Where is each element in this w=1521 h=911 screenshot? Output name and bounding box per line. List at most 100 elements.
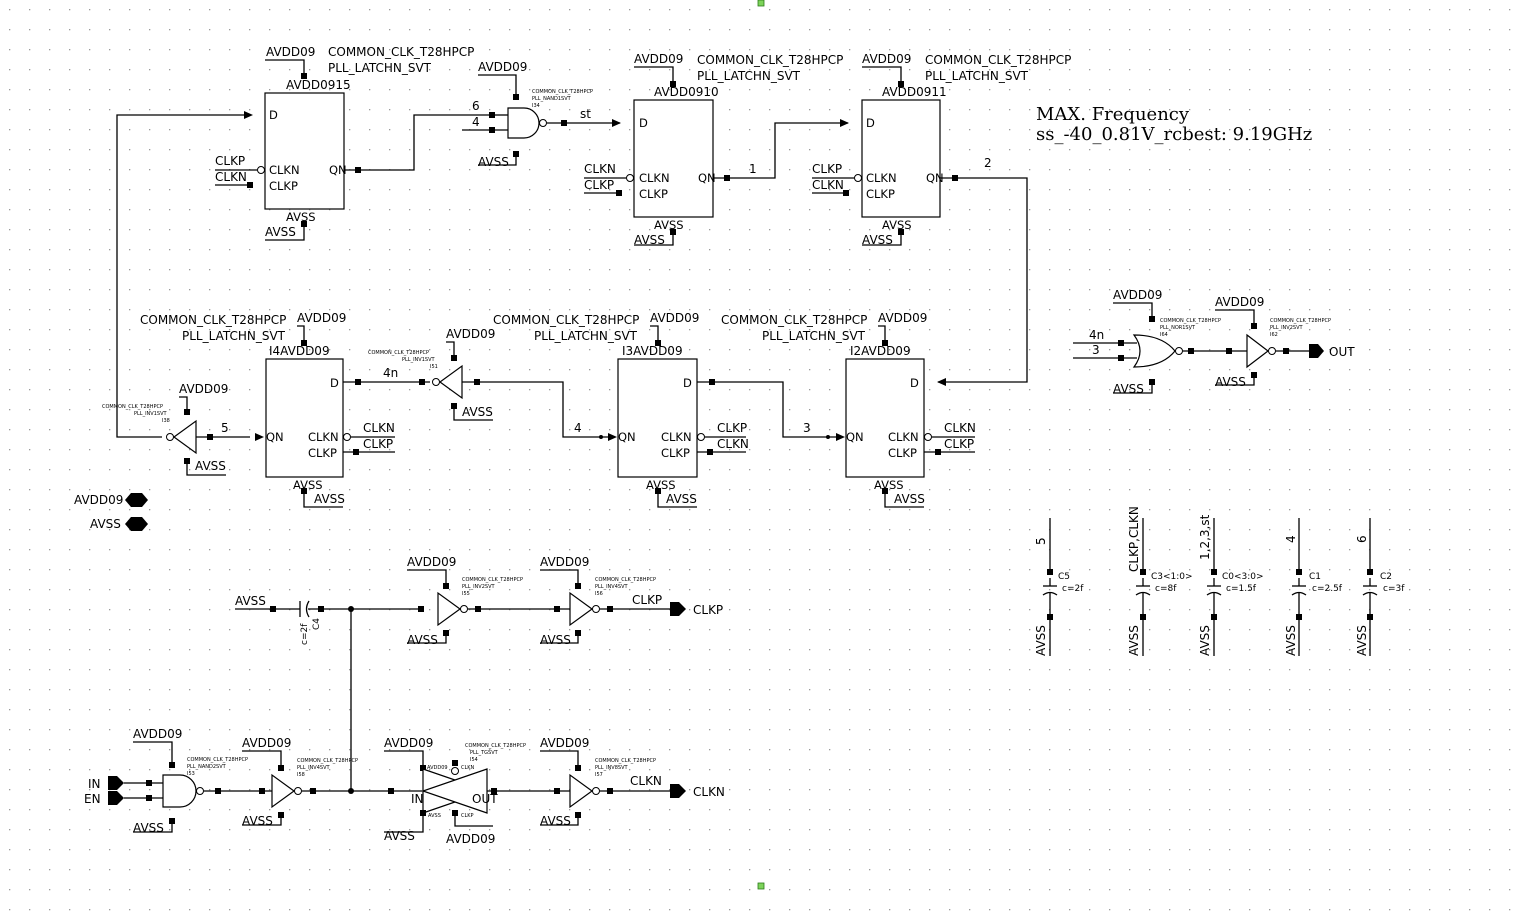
inverter-i58[interactable]: AVDD09 COMMON_CLK_T28HPCP PLL_INV4SVT I5… <box>242 736 422 828</box>
vss-pin: AVSS <box>646 478 676 492</box>
c4-vss: AVSS <box>235 594 266 608</box>
inv-lib: COMMON_CLK_T28HPCP <box>595 758 656 764</box>
inv2-vdd: AVDD09 <box>1215 295 1264 309</box>
cell-lib: COMMON_CLK_T28HPCP <box>493 313 639 327</box>
pin-qn: QN <box>846 430 864 444</box>
cap-net: 5 <box>1034 537 1048 545</box>
selection-marker-top[interactable] <box>757 0 765 7</box>
out-port-icon[interactable] <box>1309 344 1324 358</box>
clkp-port-icon[interactable] <box>670 602 686 616</box>
in-port-icon[interactable] <box>108 776 124 790</box>
clkn-port-label: CLKN <box>693 785 725 799</box>
clkn-net: CLKN <box>215 170 247 184</box>
pin-clkp: CLKP <box>888 446 917 460</box>
pin-clkp: CLKP <box>866 187 895 201</box>
c4-value: c=2f <box>300 623 310 645</box>
tg-out-pin: OUT <box>472 792 498 806</box>
net-4n: 4n <box>1089 328 1104 342</box>
avdd09-port-icon[interactable] <box>125 493 148 507</box>
latch-i11[interactable]: AVDD09 COMMON_CLK_T28HPCP PLL_LATCHN_SVT… <box>812 52 1071 247</box>
en-port-icon[interactable] <box>108 791 124 805</box>
supply-ports[interactable]: AVDD09 AVSS <box>74 493 148 531</box>
cell-lib: COMMON_CLK_T28HPCP <box>140 313 286 327</box>
nand-vdd: AVDD09 <box>478 60 527 74</box>
clkp-net: CLKP <box>584 178 614 192</box>
tg-vdd-pin: AVDD09 <box>427 765 448 771</box>
avss-port-icon[interactable] <box>125 517 148 531</box>
inv2-lib: COMMON_CLK_T28HPCP <box>1270 318 1331 324</box>
cell-type: PLL_LATCHN_SVT <box>328 61 432 75</box>
inv-type: PLL_INV1SVT <box>402 357 435 363</box>
inv2-id: I62 <box>1270 332 1278 338</box>
cap-net: 4 <box>1284 535 1298 543</box>
nor-id: I64 <box>1160 332 1168 338</box>
latch-i4[interactable]: COMMON_CLK_T28HPCP PLL_LATCHN_SVT AVDD09… <box>140 311 395 508</box>
pin-clkn: CLKN <box>269 163 300 177</box>
input-ports[interactable]: IN EN <box>84 776 163 806</box>
nand-gate-i34[interactable]: AVDD09 COMMON_CLK_T28HPCP PLL_NAND1SVT I… <box>462 60 620 169</box>
latch-instance: I4AVDD09 <box>269 344 330 358</box>
pin-d: D <box>910 376 919 390</box>
latch-i10[interactable]: AVDD09 COMMON_CLK_T28HPCP PLL_LATCHN_SVT… <box>584 52 843 247</box>
nand-lib: COMMON_CLK_T28HPCP <box>187 757 248 763</box>
inv-vdd: AVDD09 <box>407 555 456 569</box>
transmission-gate-i54[interactable]: AVDD09 COMMON_CLK_T28HPCP PLL_TGSVT I54 … <box>384 736 570 846</box>
clkp-net: CLKP <box>215 154 245 168</box>
load-capacitors[interactable]: 5 C5 c=2f AVSS CLKP,CLKN C3<1:0> c=8f AV… <box>1034 506 1405 656</box>
cap-vss: AVSS <box>1355 625 1369 656</box>
selection-marker-bottom[interactable] <box>757 882 765 890</box>
en-port-label: EN <box>84 792 101 806</box>
inv-vss: AVSS <box>195 459 226 473</box>
latch-i2[interactable]: COMMON_CLK_T28HPCP PLL_LATCHN_SVT AVDD09… <box>721 311 976 508</box>
inv-vdd: AVDD09 <box>540 736 589 750</box>
latch-i5[interactable]: AVDD09 COMMON_CLK_T28HPCP PLL_LATCHN_SVT… <box>215 45 474 241</box>
vss-label: AVSS <box>666 492 697 506</box>
vdd-label: AVDD09 <box>650 311 699 325</box>
frequency-note: MAX. Frequency ss_-40_0.81V_rcbest: 9.19… <box>1036 104 1312 145</box>
clkn-port-icon[interactable] <box>670 784 686 798</box>
vdd-label: AVDD09 <box>297 311 346 325</box>
inverter-i38[interactable]: AVDD09 COMMON_CLK_T28HPCP PLL_INV1SVT I3… <box>102 382 264 476</box>
cap-name: C2 <box>1380 572 1392 582</box>
tg-in-pin: IN <box>411 792 424 806</box>
clkn-net: CLKN <box>944 421 976 435</box>
latch-instance: AVDD0910 <box>654 85 719 99</box>
pin-qn: QN <box>266 430 284 444</box>
capacitor-c4[interactable]: AVSS c=2f C4 <box>235 594 421 645</box>
clkn-net: CLKN <box>363 421 395 435</box>
nand-id: I34 <box>532 103 540 109</box>
latch-instance: AVDD0915 <box>286 78 351 92</box>
cell-type: PLL_LATCHN_SVT <box>182 329 286 343</box>
inv-vdd: AVDD09 <box>179 382 228 396</box>
net-4: 4 <box>574 421 582 435</box>
inv-vdd: AVDD09 <box>446 327 495 341</box>
nand-gate-i53[interactable]: AVDD09 COMMON_CLK_T28HPCP PLL_NAND2SVT I… <box>133 727 272 835</box>
inverter-i56[interactable]: AVDD09 COMMON_CLK_T28HPCP PLL_INV4SVT I5… <box>540 555 723 647</box>
tg-vss-pin: AVSS <box>428 813 441 819</box>
inverter-i57[interactable]: AVDD09 COMMON_CLK_T28HPCP PLL_INV8SVT I5… <box>540 736 725 828</box>
cap-vss: AVSS <box>1127 625 1141 656</box>
inverter-i51[interactable]: 4n AVDD09 COMMON_CLK_T28HPCP PLL_INV1SVT… <box>343 327 608 439</box>
tg-clkp-pin: CLKP <box>461 813 474 819</box>
clkn-net: CLKN <box>717 437 749 451</box>
clkp-net: CLKP <box>632 593 662 607</box>
vdd-label: AVDD09 <box>862 52 911 66</box>
vss-pin: AVSS <box>882 218 912 232</box>
output-stage[interactable]: AVDD09 COMMON_CLK_T28HPCP PLL_NOR1SVT I6… <box>1073 288 1355 396</box>
cap-name: C0<3:0> <box>1222 572 1264 582</box>
inv-vss: AVSS <box>462 405 493 419</box>
inverter-i55[interactable]: AVDD09 COMMON_CLK_T28HPCP PLL_INV2SVT I5… <box>407 555 570 647</box>
vdd-label: AVDD09 <box>878 311 927 325</box>
clkp-net: CLKP <box>944 437 974 451</box>
inv-id: I58 <box>297 772 305 778</box>
clkp-net: CLKP <box>812 162 842 176</box>
tg-vdd: AVDD09 <box>384 736 433 750</box>
pin-clkn: CLKN <box>888 430 919 444</box>
inv-id: I38 <box>162 418 170 424</box>
c4-name: C4 <box>312 618 322 630</box>
cell-type: PLL_LATCHN_SVT <box>534 329 638 343</box>
note-corner: ss_-40_0.81V_rcbest: 9.19GHz <box>1036 124 1312 145</box>
cap-net: 6 <box>1355 535 1369 543</box>
